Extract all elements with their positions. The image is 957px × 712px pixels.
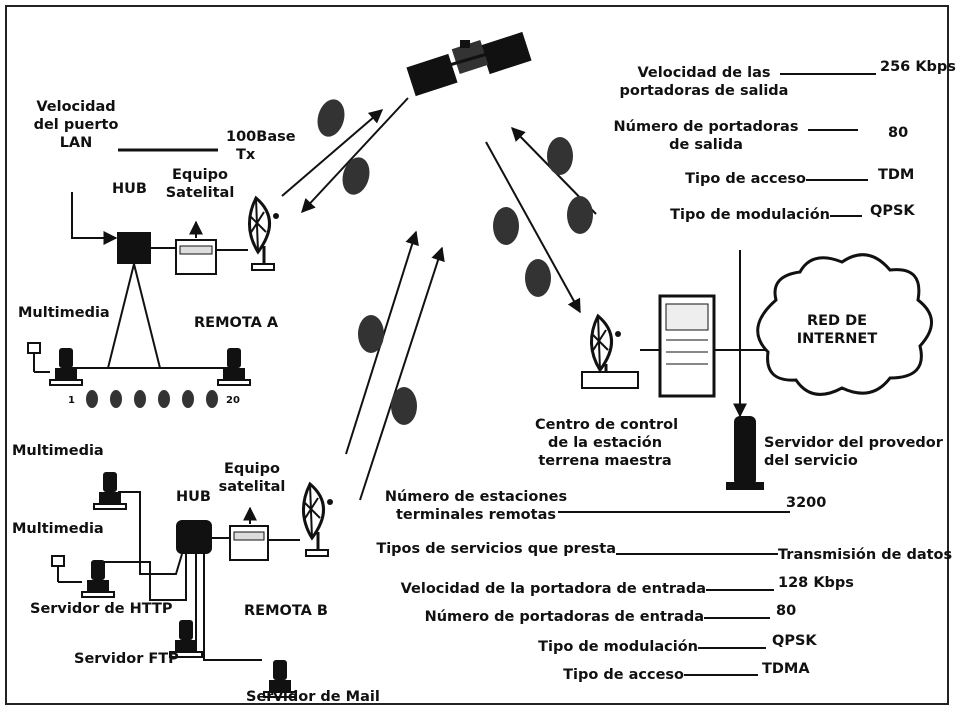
multimedia-b2-label: Multimedia xyxy=(12,521,104,537)
spec-inbound-modulation-label: Tipo de modulación xyxy=(538,639,698,655)
pc-a-icon xyxy=(49,347,83,386)
remote-a-network xyxy=(27,148,281,408)
diagram-frame xyxy=(5,5,949,705)
control-center-rack-icon xyxy=(658,294,716,398)
remote-terminals xyxy=(86,390,218,408)
spec-inbound-speed-value: 128 Kbps xyxy=(778,575,854,591)
spec-services-value: Transmisión de datos xyxy=(778,547,953,563)
http-server-label: Servidor de HTTP xyxy=(30,601,173,617)
spec-leader-lines xyxy=(558,73,876,676)
spec-inbound-carriers-label: Número de portadoras de entrada xyxy=(424,609,704,625)
spec-inbound-access-value: TDMA xyxy=(762,661,810,677)
satellite-equipment-a-label: Equipo Satelital xyxy=(165,167,235,201)
hub-b-label: HUB xyxy=(176,489,211,505)
spec-remote-count-label: Número de estaciones terminales remotas xyxy=(384,489,568,523)
spec-outbound-access-label: Tipo de acceso xyxy=(685,171,806,187)
spec-outbound-carriers-value: 80 xyxy=(888,125,909,141)
internet-cloud-icon xyxy=(756,253,933,396)
satellite-icon xyxy=(406,31,532,97)
internet-label: RED DE INTERNET xyxy=(796,313,878,347)
ftp-server-label: Servidor FTP xyxy=(74,651,179,667)
satellite-equipment-b-icon xyxy=(229,506,269,561)
spec-inbound-speed-label: Velocidad de la portadora de entrada xyxy=(400,581,706,597)
signal-waves xyxy=(317,99,593,425)
pc-http-icon xyxy=(81,559,115,598)
spec-remote-count-value: 3200 xyxy=(786,495,827,511)
spec-inbound-carriers-value: 80 xyxy=(776,603,797,619)
hub-a-label: HUB xyxy=(112,181,147,197)
terminal-first-label: 1 xyxy=(68,395,75,406)
lan-speed-value: 100Base Tx xyxy=(226,129,296,163)
spec-outbound-modulation-value: QPSK xyxy=(870,203,915,219)
spec-outbound-modulation-label: Tipo de modulación xyxy=(670,207,830,223)
remote-b-network xyxy=(51,471,335,698)
spec-outbound-carriers-label: Número de portadoras de salida xyxy=(613,119,799,153)
satellite-equipment-b-label: Equipo satelital xyxy=(218,461,286,495)
pc-b1-icon xyxy=(93,471,127,510)
multimedia-a-label: Multimedia xyxy=(18,305,110,321)
hub-b-icon xyxy=(176,520,212,554)
spec-outbound-speed-value: 256 Kbps xyxy=(880,59,956,75)
satellite-equipment-a-icon xyxy=(175,220,217,275)
provider-server-label: Servidor del provedor del servicio xyxy=(764,435,943,469)
remote-a-label: REMOTA A xyxy=(194,315,279,331)
lan-speed-label: Velocidad del puerto LAN xyxy=(33,99,119,151)
spec-inbound-modulation-value: QPSK xyxy=(772,633,817,649)
control-center-label: Centro de control de la estación terrena… xyxy=(535,417,679,469)
spec-inbound-access-label: Tipo de acceso xyxy=(563,667,684,683)
spec-services-label: Tipos de servicios que presta xyxy=(376,541,616,557)
multimedia-a-icon xyxy=(27,342,41,354)
master-station xyxy=(581,250,933,490)
provider-server-icon xyxy=(726,416,764,490)
hub-a-icon xyxy=(117,232,151,264)
pc-a20-icon xyxy=(217,347,251,386)
remote-b-label: REMOTA B xyxy=(244,603,328,619)
multimedia-b1-label: Multimedia xyxy=(12,443,104,459)
spec-outbound-access-value: TDM xyxy=(878,167,915,183)
spec-outbound-speed-label: Velocidad de las portadoras de salida xyxy=(619,65,789,99)
terminal-last-label: 20 xyxy=(226,395,240,406)
mail-server-label: Servidor de Mail xyxy=(246,689,380,705)
